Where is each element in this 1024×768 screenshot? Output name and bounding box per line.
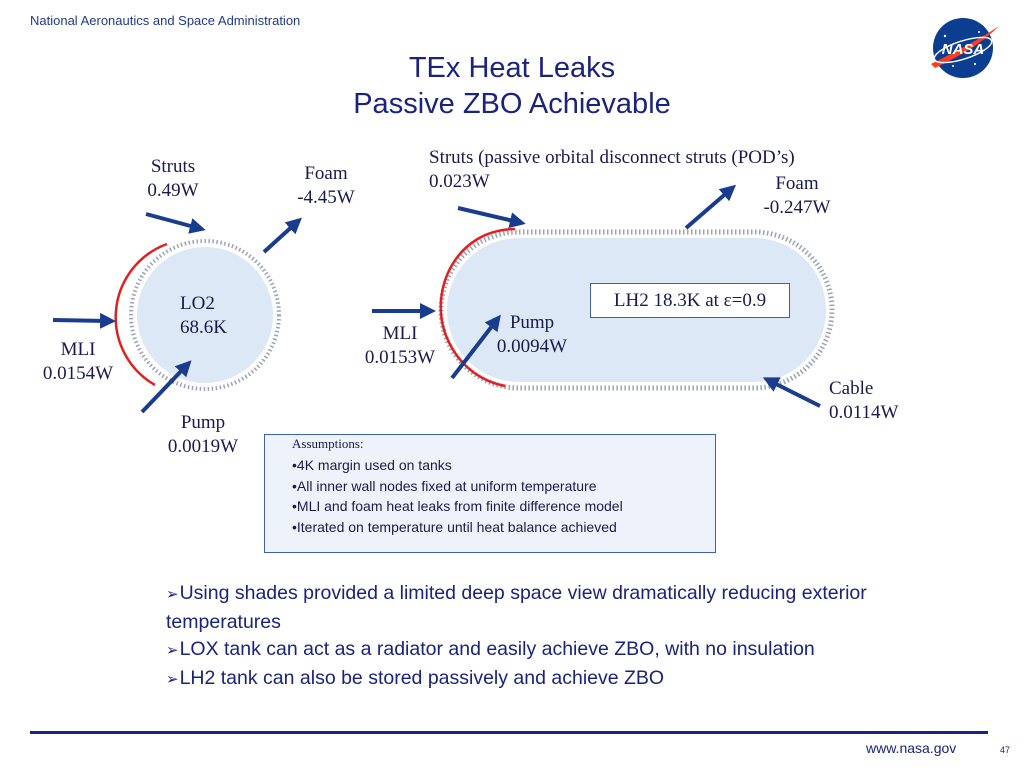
arrow-bullet-icon: ➢ [166,670,179,688]
lo2-tank [137,247,273,383]
bullet-item: ➢Using shades provided a limited deep sp… [166,582,867,633]
lo2-foam-arrow [262,217,302,254]
assumption-item: •MLI and foam heat leaks from finite dif… [292,498,623,514]
lo2-mli-label: MLI 0.0154W [42,339,114,384]
assumptions-list: •4K margin used on tanks •All inner wall… [292,455,623,537]
lo2-mli-arrow [52,312,116,329]
assumption-item: •All inner wall nodes fixed at uniform t… [292,477,597,494]
slide-title-line1: TEx Heat Leaks [408,52,616,84]
lo2-shield [114,242,168,387]
slide-title-line2: Passive ZBO Achievable [353,88,671,120]
lh2-cable-label: Cable 0.0114W [829,378,899,423]
organization-name: National Aeronautics and Space Administr… [30,13,301,28]
lh2-foam-arrow [684,184,737,230]
page-number: 47 [1000,745,1011,755]
arrow-bullet-icon: ➢ [166,586,179,603]
lh2-pump-label: Pump 0.0094W [496,312,568,357]
lh2-mli-label: MLI 0.0153W [364,323,436,368]
conclusion-bullets: ➢Using shades provided a limited deep sp… [166,580,946,693]
bullet-item: ➢LOX tank can act as a radiator and easi… [166,638,815,660]
lh2-pump-arrow [450,314,501,380]
arrow-bullet-icon: ➢ [166,642,179,659]
lo2-struts-label: Struts 0.49W [147,156,199,201]
assumptions-box [264,434,716,553]
lh2-struts-arrow [457,206,526,228]
lh2-shield [439,227,516,388]
footer-rule [30,731,988,734]
lh2-cable-arrow [762,377,821,408]
lh2-struts-label: Struts (passive orbital disconnect strut… [429,147,795,192]
lo2-tank-outer-dots [129,239,281,391]
assumption-item: •Iterated on temperature until heat bala… [292,518,617,535]
nasa-logo: NASA [931,18,999,78]
lh2-foam-label: Foam -0.247W [763,173,831,218]
lo2-struts-arrow [145,212,206,234]
footer-url[interactable]: www.nasa.gov [866,740,957,756]
lo2-foam-label: Foam -4.45W [297,163,355,208]
lo2-tank-label: LO2 68.6K [180,293,227,338]
assumptions-title: Assumptions: [292,436,364,451]
bullet-item: ➢LH2 tank can also be stored passively a… [166,666,665,689]
svg-text:NASA: NASA [942,41,985,58]
lh2-condition-box: LH2 18.3K at ε=0.9 [590,283,790,318]
lo2-pump-arrow [140,360,192,414]
assumption-item: •4K margin used on tanks [292,457,452,473]
lo2-pump-label: Pump 0.0019W [167,412,239,457]
